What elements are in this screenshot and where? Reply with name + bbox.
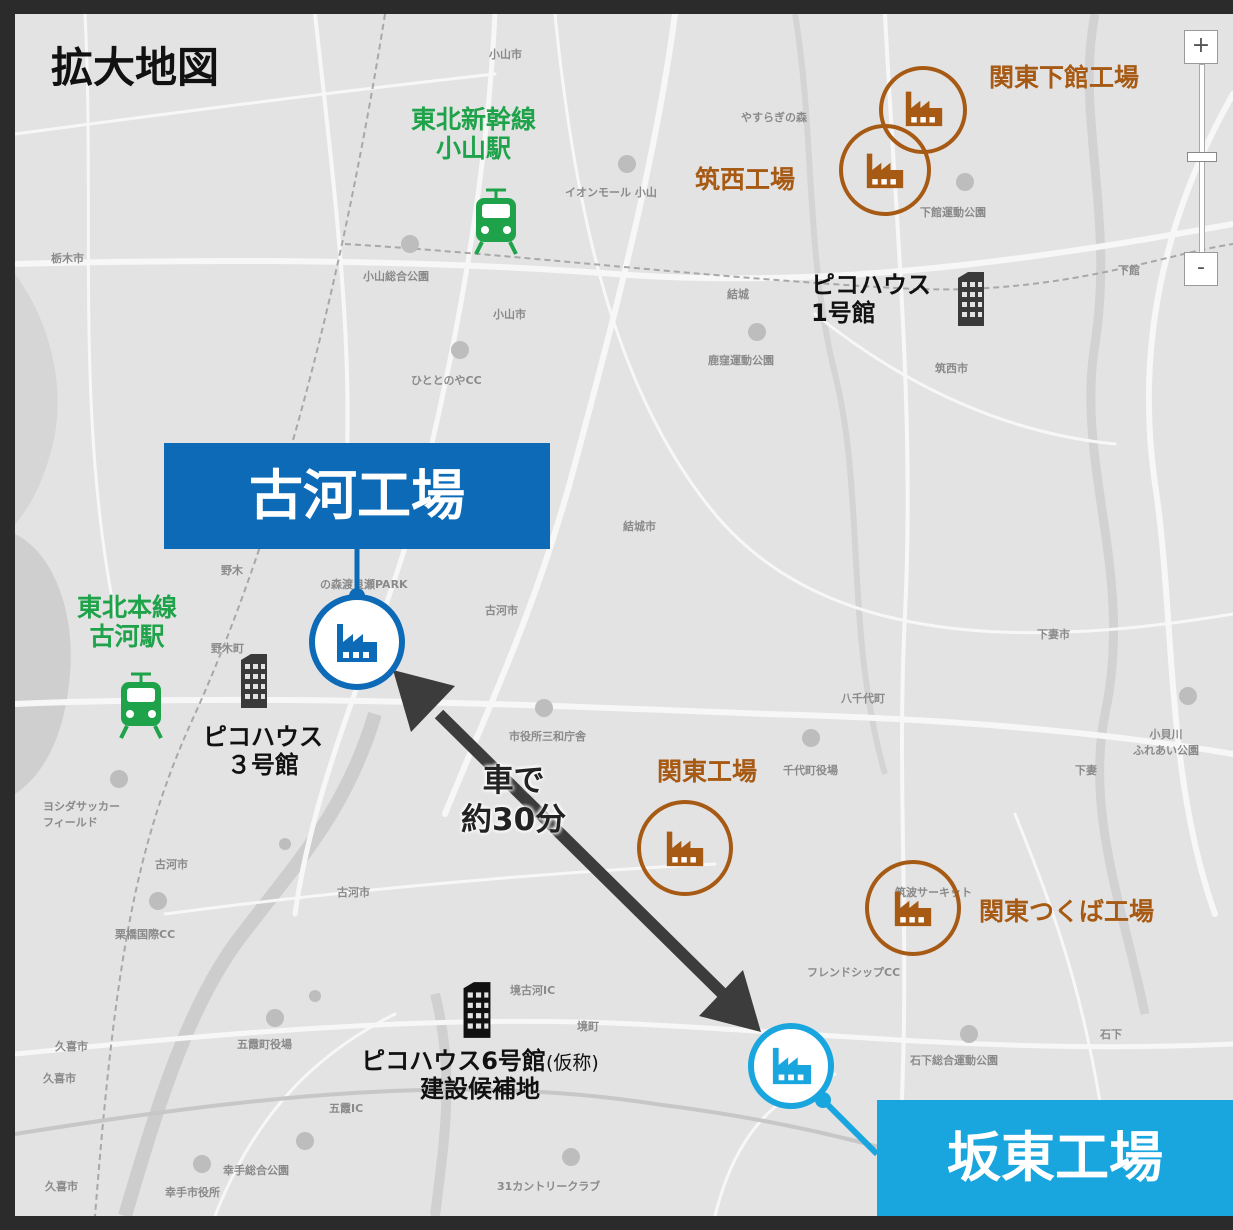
map-label: 五霞IC [329, 1102, 364, 1115]
map-label: 下館 [1118, 264, 1140, 277]
map-label: 下妻市 [1037, 628, 1070, 641]
map-label: の森渡良瀬PARK [320, 578, 408, 591]
building-label: ピコハウス ３号館 [203, 723, 323, 779]
map-label: 小山市 [493, 308, 526, 321]
building-icon [958, 272, 984, 326]
building-icon [463, 982, 491, 1038]
map-label: 31カントリークラブ [497, 1180, 601, 1193]
map-label: 古河市 [337, 886, 370, 899]
map-label: 千代町役場 [783, 764, 838, 777]
base-map [15, 14, 1233, 1216]
map-label: 小貝川 ふれあい公園 [1133, 728, 1199, 757]
factory-icon [905, 91, 943, 127]
factory-icon [337, 624, 377, 662]
map-label: 市役所三和庁舎 [509, 730, 586, 743]
map-label: 結城市 [623, 520, 656, 533]
factory-icon [666, 831, 704, 867]
factory-label: 関東つくば工場 [979, 897, 1155, 926]
map-label: 久喜市 [55, 1040, 88, 1053]
map-label: 五霞町役場 [237, 1038, 292, 1051]
building-label: ピコハウス 1号館 [811, 271, 931, 327]
map-label: 石下総合運動公園 [910, 1054, 998, 1067]
factory-label: 関東下館工場 [989, 63, 1140, 92]
map-label: フレンドシップCC [807, 966, 901, 979]
map-label: 下館運動公園 [920, 206, 986, 219]
zoom-slider-handle[interactable] [1187, 152, 1217, 162]
zoom-in-button[interactable]: + [1184, 30, 1218, 64]
map-label: 境古河IC [510, 984, 556, 997]
map-label: 久喜市 [45, 1180, 78, 1193]
building-icon [241, 654, 267, 708]
map-label: 古河市 [155, 858, 188, 871]
map-label: 小山市 [489, 48, 522, 61]
map-label: 下妻 [1075, 764, 1097, 777]
map-label: ひととのやCC [411, 374, 482, 387]
map-label: イオンモール 小山 [565, 186, 657, 199]
page-title: 拡大地図 [51, 43, 220, 92]
overlay-graphics [309, 66, 967, 1157]
travel-arrow [393, 670, 761, 1032]
map-label: やすらぎの森 [741, 111, 807, 124]
map-label: 久喜市 [43, 1072, 76, 1085]
map-label: 幸手市役所 [165, 1186, 220, 1199]
map-label: 筑西市 [935, 362, 968, 375]
building-label: ピコハウス6号館(仮称) 建設候補地 [361, 1047, 599, 1103]
map-label: 幸手総合公園 [223, 1164, 289, 1177]
train-icon [474, 188, 518, 255]
map-label: 野木町 [211, 642, 244, 655]
station-label: 東北本線 古河駅 [77, 593, 178, 651]
map-label: 八千代町 [841, 692, 885, 705]
map-label: 境町 [577, 1020, 599, 1033]
zoom-out-button[interactable]: - [1184, 252, 1218, 286]
map-canvas[interactable]: 小山市 栃木市 やすらぎの森 イオンモール 小山 小山総合公園 小山市 結城 下… [15, 14, 1233, 1216]
map-label: 筑波サーキット [895, 886, 972, 899]
map-label: 結城 [727, 288, 749, 301]
map-label: 小山総合公園 [363, 270, 429, 283]
map-label: 石下 [1100, 1028, 1122, 1041]
station-label: 東北新幹線 小山駅 [411, 105, 537, 163]
map-label: ヨシダサッカー フィールド [43, 800, 120, 829]
map-label: 野木 [221, 564, 243, 577]
factory-label: 関東工場 [657, 757, 758, 786]
travel-time-label: 車で 約30分 [461, 763, 567, 838]
factory-icon [866, 153, 904, 189]
map-label: 古河市 [485, 604, 518, 617]
map-label: 栃木市 [51, 252, 84, 265]
factory-icon [894, 891, 932, 927]
koga-factory-label[interactable]: 古河工場 [164, 443, 550, 549]
factory-icon [772, 1047, 812, 1085]
bando-factory-label[interactable]: 坂東工場 [877, 1100, 1233, 1216]
map-label: 栗橋国際CC [115, 928, 176, 941]
train-icon [119, 672, 163, 739]
map-label: 鹿窪運動公園 [708, 354, 774, 367]
factory-label: 筑西工場 [695, 165, 796, 194]
